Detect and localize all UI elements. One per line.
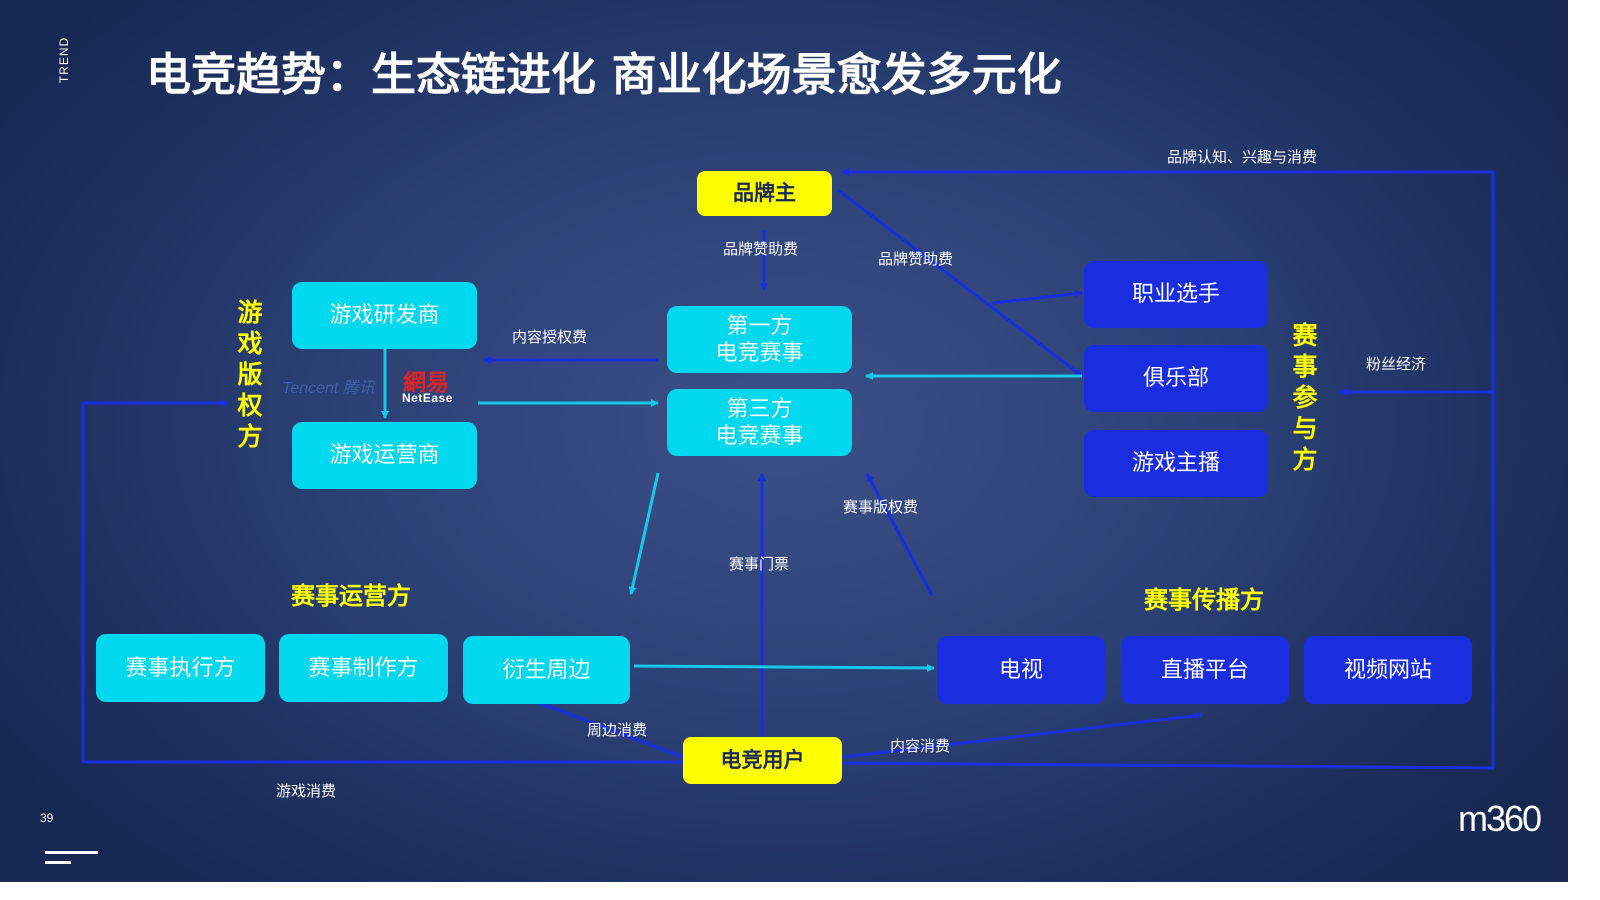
arrow-brand-to-player (991, 289, 1083, 305)
node-first-party-event: 第一方 电竞赛事 (667, 306, 852, 373)
node-event-producer: 赛事制作方 (279, 634, 448, 702)
node-event-executor: 赛事执行方 (96, 634, 265, 702)
page-number-underline (45, 851, 98, 854)
flow-label-merch-consumption: 周边消费 (587, 721, 648, 739)
page-number: 39 (40, 811, 54, 825)
flow-label-tickets: 赛事门票 (729, 555, 790, 573)
m360-logo: m360 (1458, 798, 1542, 839)
arrow-brand-to-club (837, 188, 1083, 378)
flow-label-brand-sponsorship-1: 品牌赞助费 (723, 240, 799, 258)
group-label-event-operators: 赛事运营方 (291, 582, 411, 610)
node-esports-user: 电竞用户 (683, 737, 842, 784)
flow-label-brand-awareness: 品牌认知、兴趣与消费 (1167, 148, 1318, 166)
flow-arrows (81, 168, 1495, 770)
netease-logo-cn: 網易 (403, 370, 449, 396)
node-derivatives: 衍生周边 (463, 636, 630, 704)
page-number-underline-short (45, 861, 71, 864)
node-third-party-event: 第三方 电竞赛事 (667, 389, 852, 456)
node-game-developer: 游戏研发商 (292, 282, 477, 349)
flow-label-brand-sponsorship-2: 品牌赞助费 (878, 250, 954, 268)
node-video-site: 视频网站 (1304, 636, 1472, 704)
node-game-streamer: 游戏主播 (1084, 430, 1268, 497)
node-game-operator: 游戏运营商 (292, 422, 477, 489)
arrow-content-consumption (842, 711, 1203, 759)
group-label-event-broadcasters: 赛事传播方 (1144, 586, 1264, 614)
tencent-logo: Tencent 腾讯 (282, 380, 375, 397)
flow-label-content-consumption: 内容消费 (890, 737, 951, 755)
flow-label-game-consumption: 游戏消费 (276, 782, 337, 800)
arrow-user-to-game-rights (81, 399, 683, 764)
node-brand-owner: 品牌主 (697, 171, 832, 216)
group-label-game-rights: 游戏版权方 (237, 298, 263, 451)
arrow-merch-consumption (539, 701, 684, 759)
page-title: 电竞趋势：生态链进化 商业化场景愈发多元化 (146, 48, 1062, 101)
flow-label-content-license: 内容授权费 (512, 328, 588, 346)
netease-logo-en: NetEase (402, 391, 453, 405)
flow-label-fan-economy: 粉丝经济 (1366, 355, 1427, 373)
arrow-broadcast-rights (865, 473, 934, 596)
arrow-derivatives-to-tv (633, 663, 935, 672)
arrow-user-to-brand (841, 168, 1495, 770)
flow-label-broadcast-rights: 赛事版权费 (843, 498, 919, 516)
slide: TREND 电竞趋势：生态链进化 商业化场景愈发多元化 游戏版权方 赛事参与方 … (0, 0, 1568, 882)
node-live-platform: 直播平台 (1121, 636, 1289, 704)
arrow-events-to-operators (628, 472, 660, 595)
node-tv: 电视 (937, 636, 1105, 704)
group-label-event-participants: 赛事参与方 (1292, 321, 1318, 474)
node-club: 俱乐部 (1084, 345, 1268, 412)
node-pro-player: 职业选手 (1084, 261, 1268, 328)
section-tag: TREND (57, 36, 71, 84)
